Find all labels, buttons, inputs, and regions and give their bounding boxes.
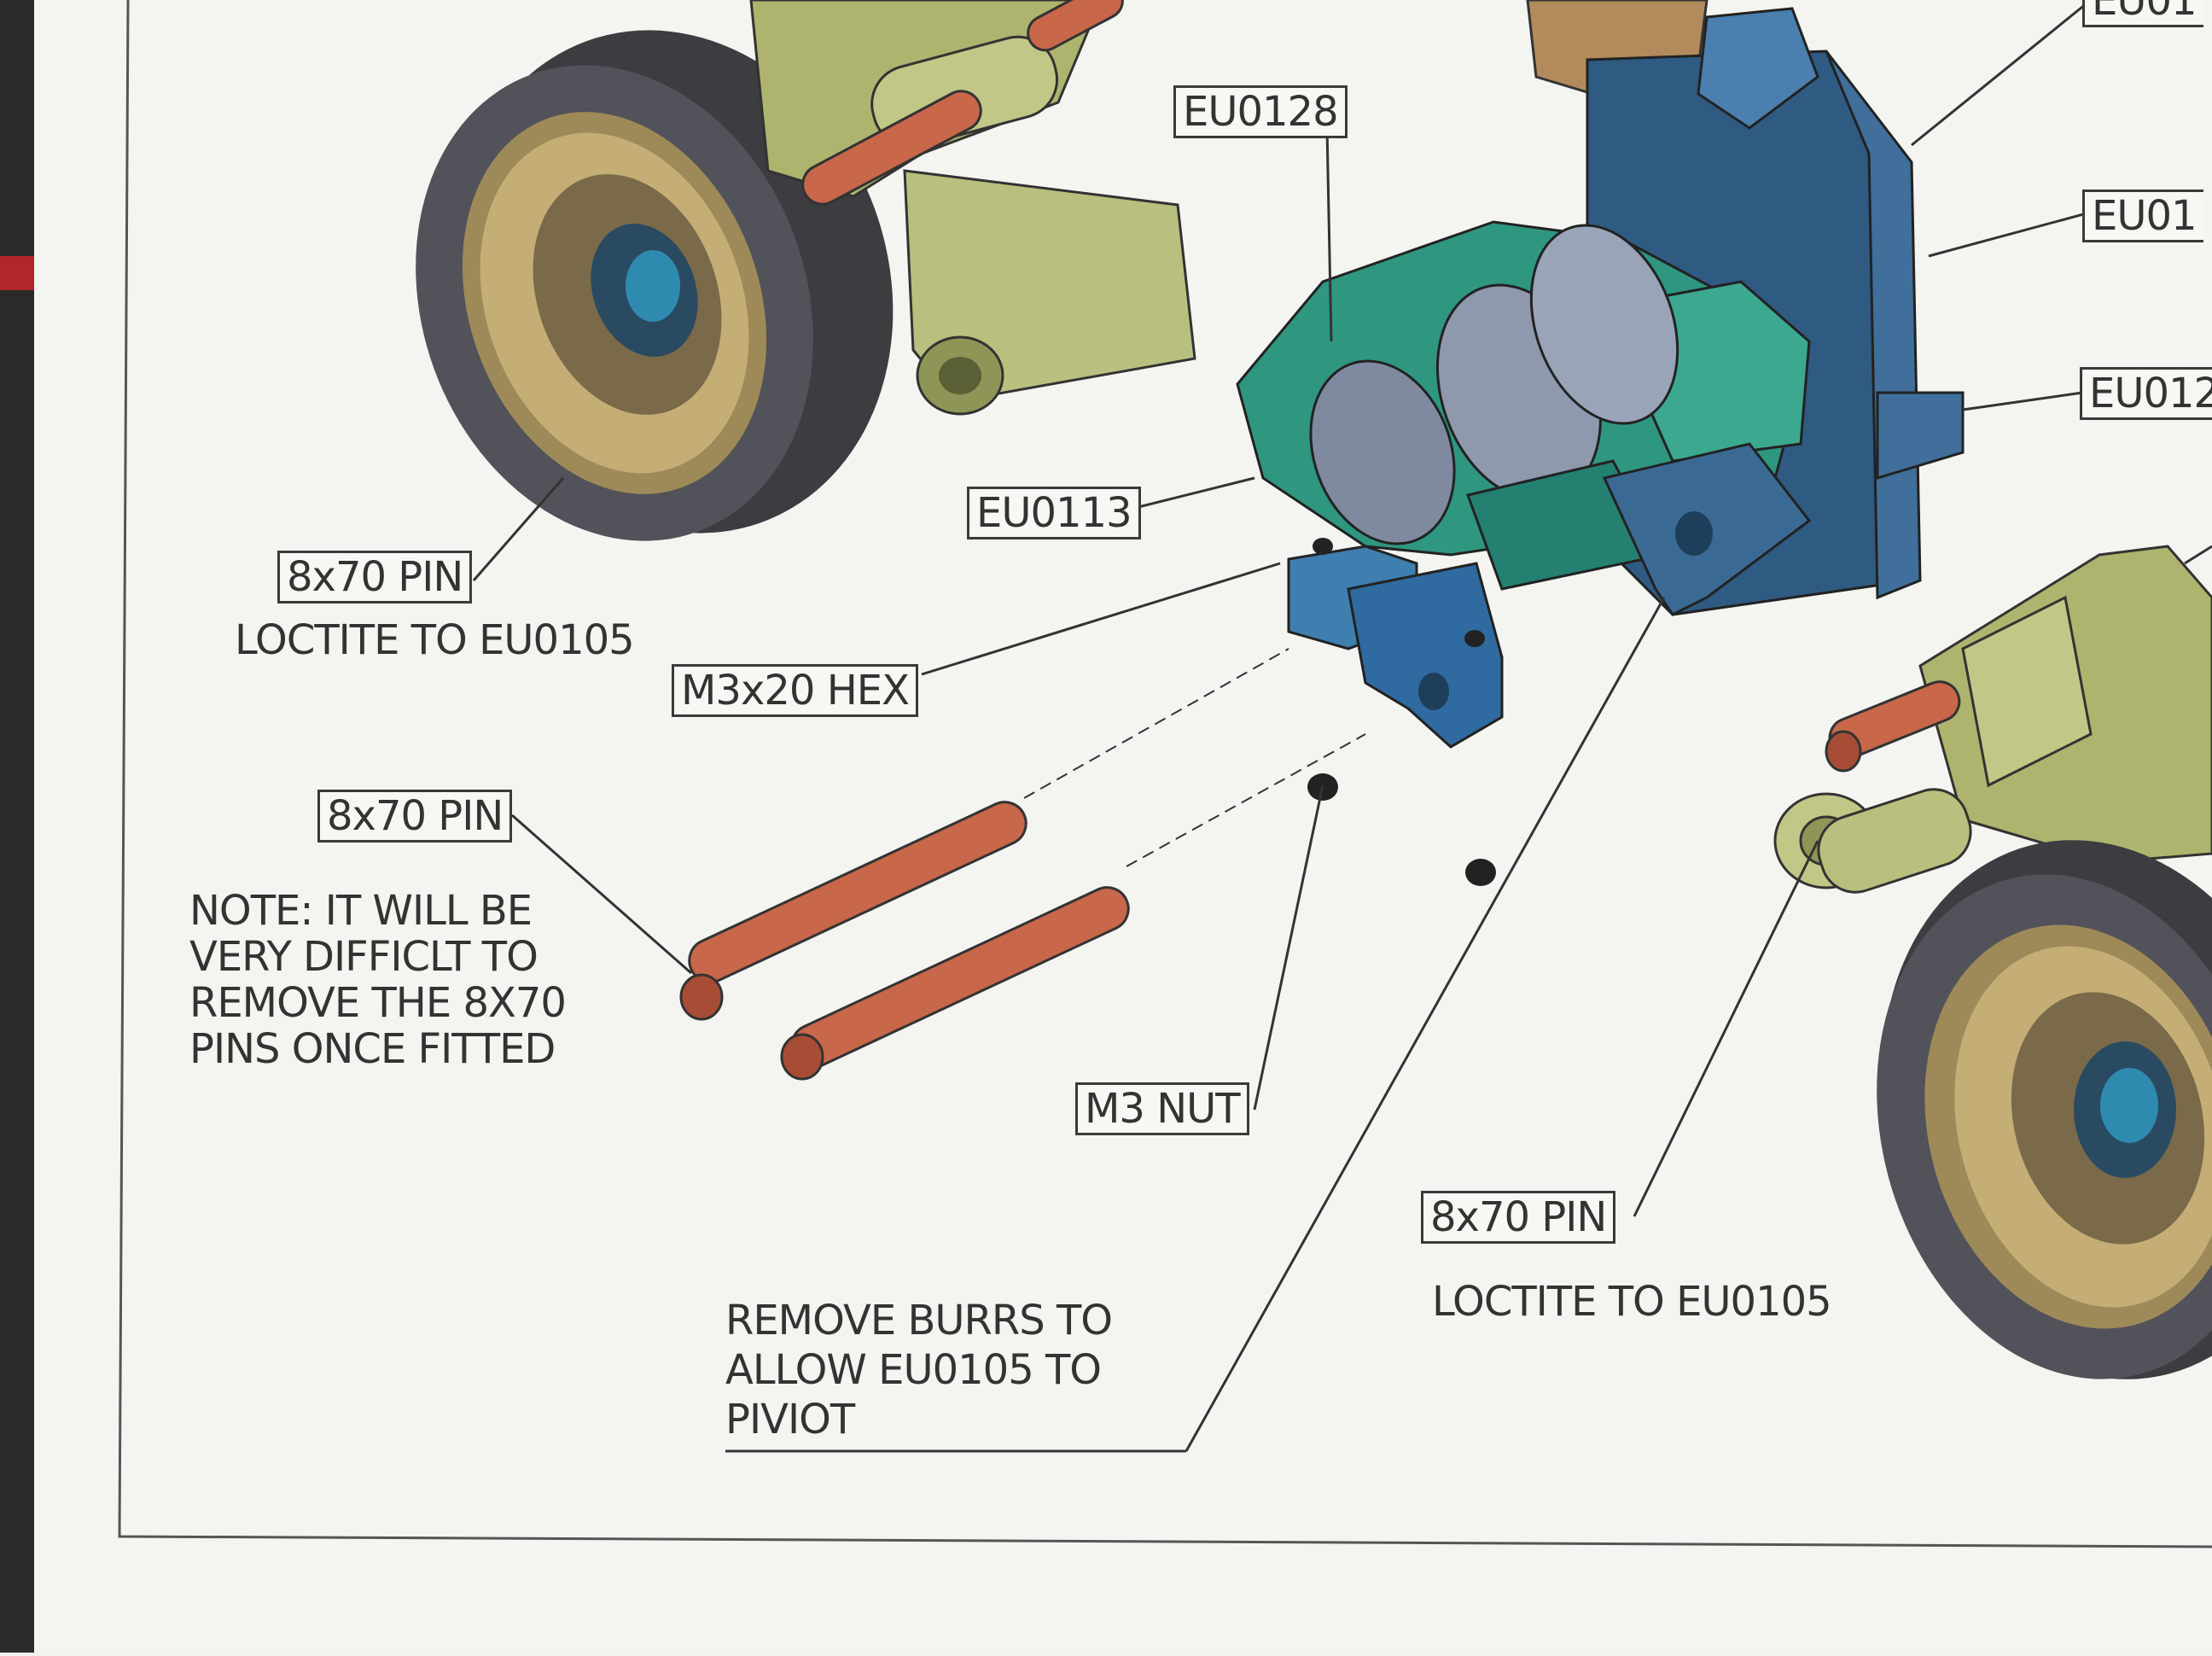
pin-1-dash-line: [1023, 648, 1289, 799]
loose-pin-2: [780, 886, 1130, 1081]
note-pins-difficult: NOTE: IT WILL BE VERY DIFFICLT TO REMOVE…: [189, 887, 567, 1073]
note-loctite-left: LOCTITE TO EU0105: [235, 616, 635, 664]
loose-pin-1: [679, 801, 1027, 1021]
drawing-frame: [118, 0, 2212, 1548]
left-pin-installed: [801, 0, 1124, 206]
clamp-blocks: [1287, 538, 1504, 749]
callout-cut-right-3: EU012: [2080, 367, 2212, 420]
red-strip: [0, 256, 34, 290]
photo-dark-edge: [0, 0, 38, 1653]
note-burrs-line-3: PIVIOT: [725, 1396, 855, 1443]
left-wheel: [416, 30, 894, 541]
note-burrs-line-1: REMOVE BURRS TO: [725, 1297, 1113, 1344]
callout-cut-right-2: EU01: [2082, 190, 2203, 242]
m3-nut-2: [1465, 859, 1496, 886]
callout-cut-right-1: EU01: [2082, 0, 2203, 27]
lower-blue-body: [1602, 442, 1812, 616]
callout-eu0128: EU0128: [1173, 85, 1348, 138]
note-pins-line-1: NOTE: IT WILL BE: [189, 887, 533, 935]
note-burrs-line-2: ALLOW EU0105 TO: [725, 1346, 1102, 1394]
callout-m3-nut: M3 NUT: [1075, 1082, 1249, 1135]
note-remove-burrs: REMOVE BURRS TO ALLOW EU0105 TO PIVIOT: [725, 1296, 1113, 1444]
right-arm: [1773, 545, 2212, 894]
note-loctite-right: LOCTITE TO EU0105: [1432, 1278, 1832, 1326]
note-pins-line-3: REMOVE THE 8X70: [189, 979, 567, 1027]
callout-pin-bottom-right: 8x70 PIN: [1421, 1191, 1616, 1244]
right-wheel: [1877, 840, 2212, 1379]
callout-pin-top-left: 8x70 PIN: [277, 551, 473, 604]
pin-2-dash-line: [1126, 733, 1366, 867]
right-pin-installed: [1825, 680, 1961, 773]
note-pins-line-2: VERY DIFFICLT TO: [189, 933, 538, 981]
callout-m3x20-hex: M3x20 HEX: [672, 664, 918, 717]
callout-pin-middle-left: 8x70 PIN: [317, 790, 513, 843]
callout-eu0113: EU0113: [967, 487, 1141, 539]
leader-lines: [472, 0, 2212, 1453]
note-pins-line-4: PINS ONCE FITTED: [189, 1025, 556, 1073]
